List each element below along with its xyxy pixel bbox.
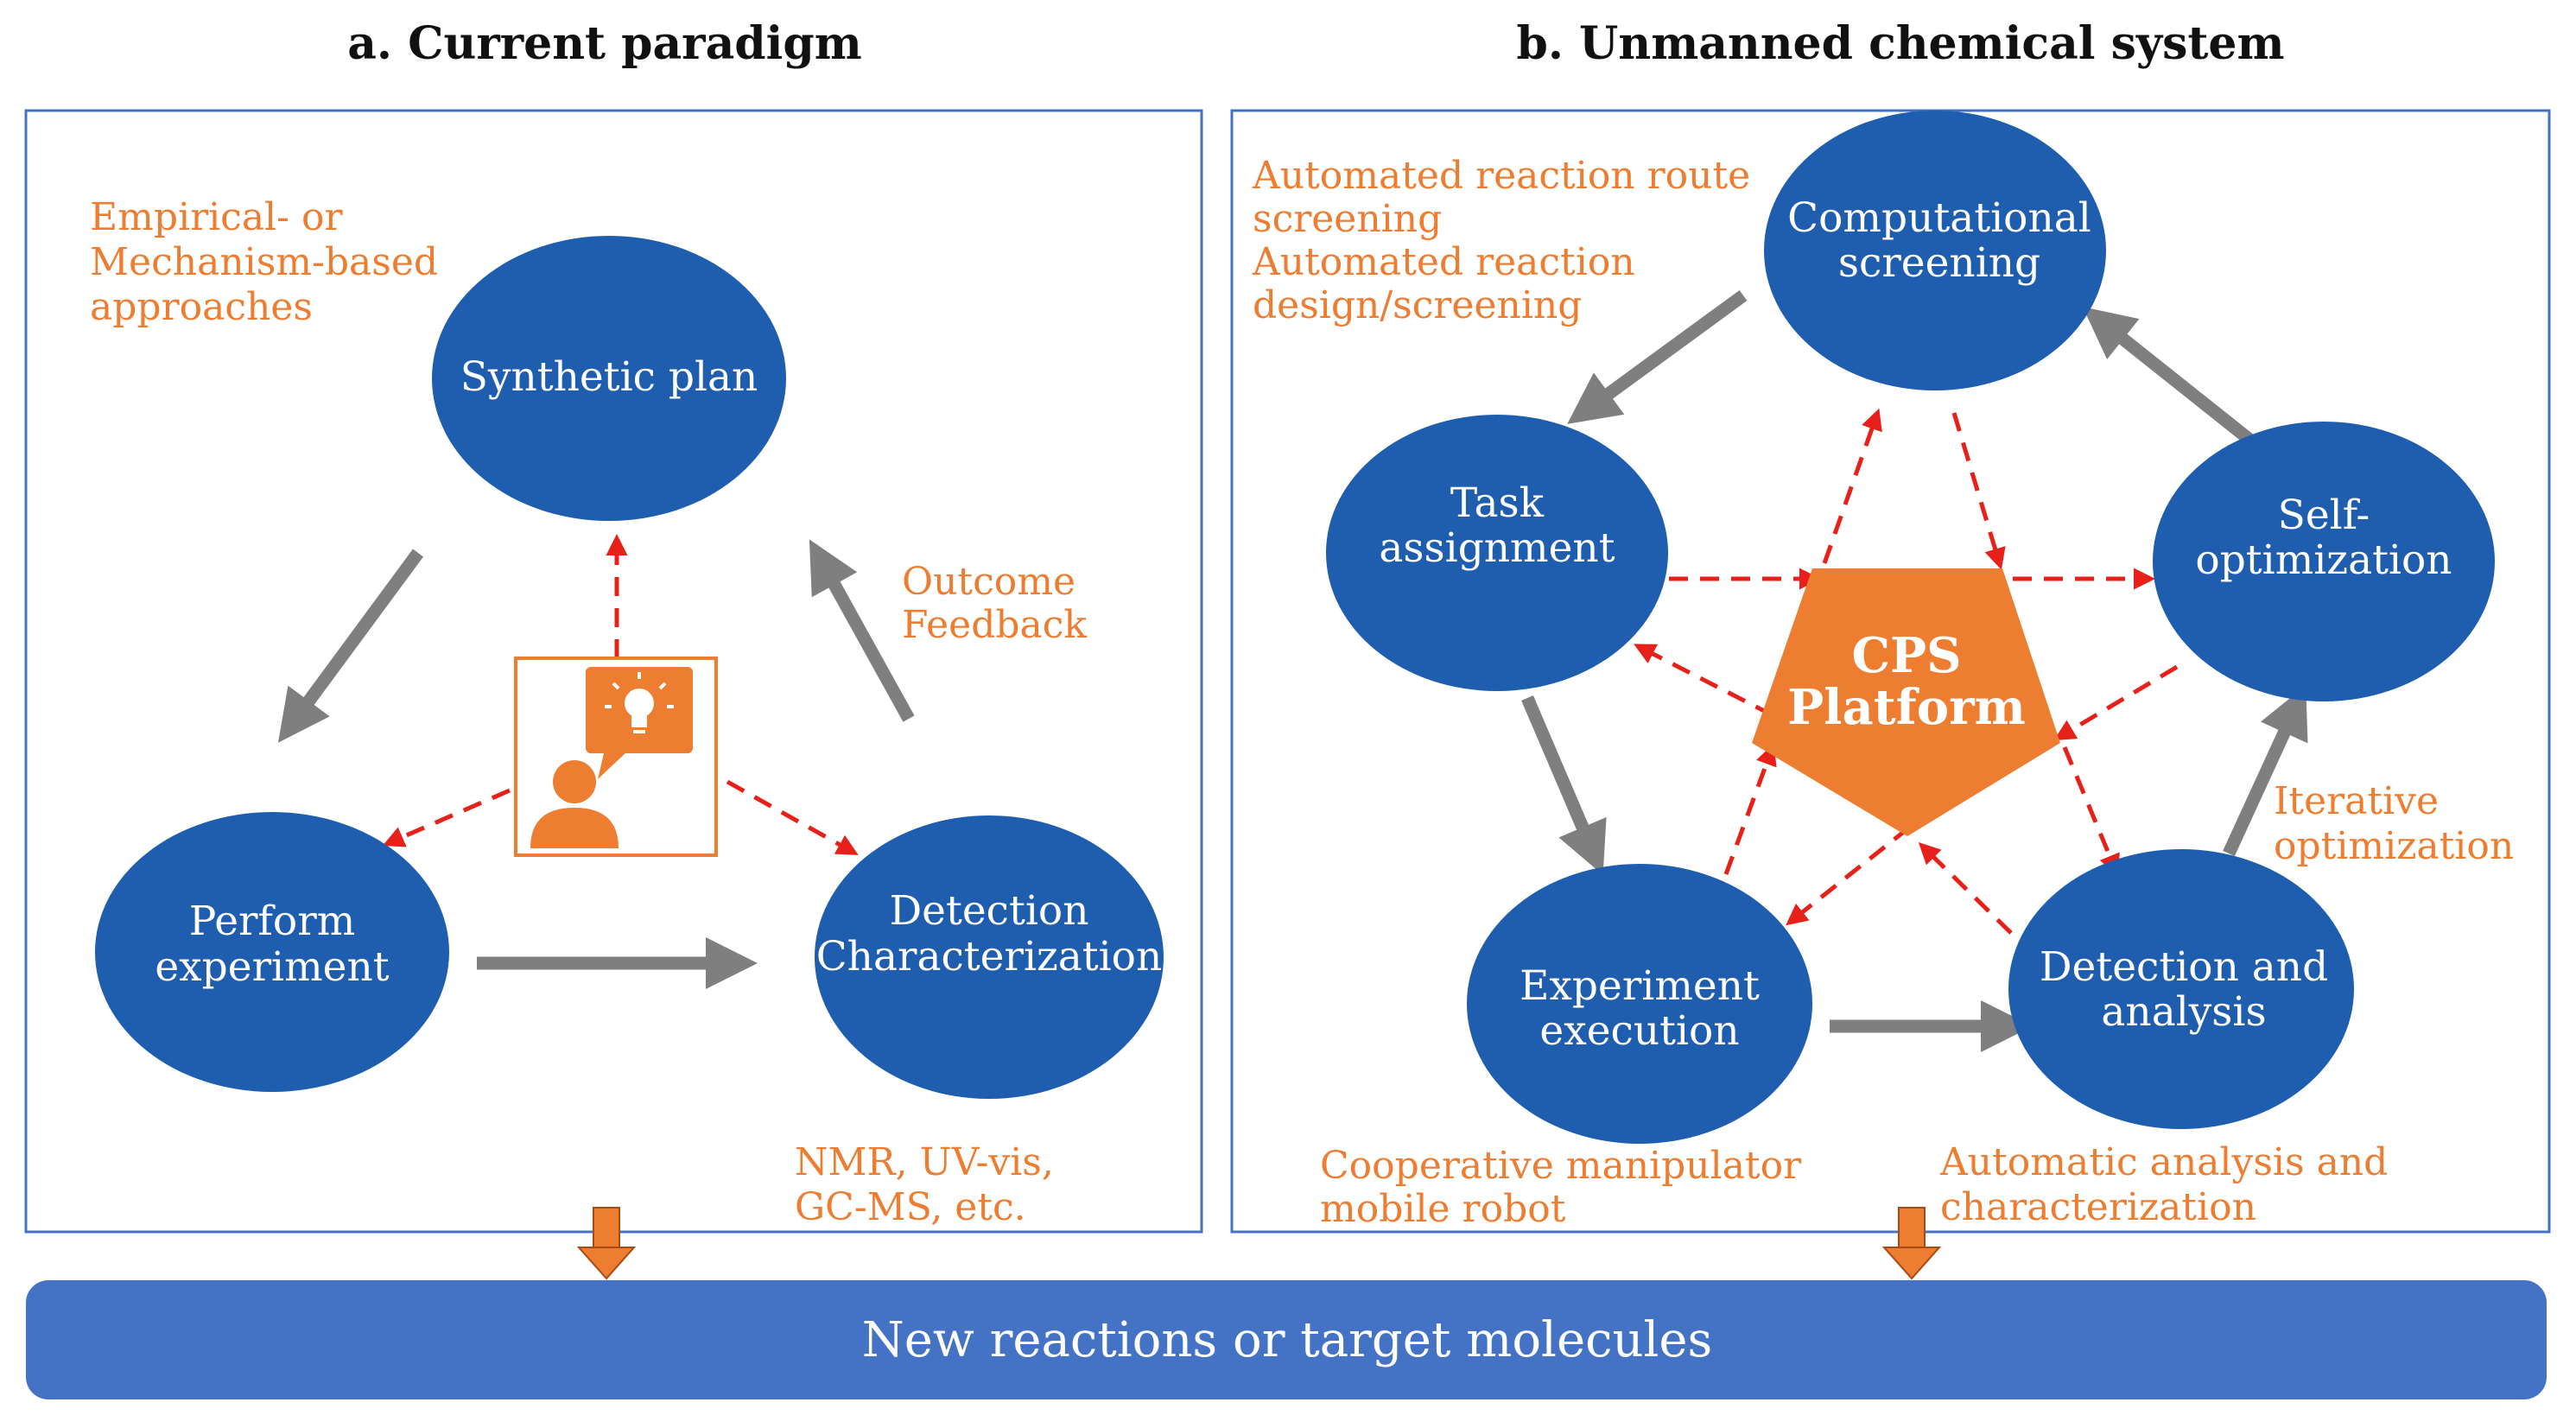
note-auto-line2: characterization [1940, 1185, 2256, 1229]
note-robot-line2: mobile robot [1320, 1187, 1566, 1231]
panel-a-connectors [277, 534, 915, 989]
note-approaches-line1: Empirical- or [90, 195, 343, 239]
dashed-cps-to-detect [2062, 746, 2120, 877]
note-auto-line1: Automatic analysis and [1939, 1140, 2388, 1184]
note-design-screening: Automated reaction design/screening [1252, 240, 1635, 327]
arrow-detect-to-self [2223, 685, 2308, 857]
arrow-comp-to-task [1567, 289, 1748, 424]
dashed-exec-to-cps [1723, 743, 1777, 875]
note-design-line1: Automated reaction [1252, 240, 1635, 284]
cps-platform-shape [1752, 568, 2060, 836]
node-synthetic-plan: Synthetic plan [432, 236, 786, 521]
node-detection-shape [815, 815, 1164, 1099]
node-comp-shape [1764, 111, 2106, 390]
down-arrow-panel-b-icon [1881, 1207, 1942, 1280]
note-methods: NMR, UV-vis, GC-MS, etc. [795, 1140, 1054, 1229]
node-self-line1: Self- [2278, 492, 2370, 539]
node-comp-line2: screening [1838, 239, 2040, 287]
node-perform-line1: Perform [189, 898, 356, 945]
node-task-assignment: Task assignment [1326, 415, 1668, 691]
panel-b-frame [1230, 109, 2551, 1234]
dashed-arrow-to-perform [382, 788, 511, 847]
node-detect-line1: Detection and [2040, 943, 2328, 991]
note-iter-line1: Iterative [2274, 779, 2439, 823]
node-self-shape [2153, 422, 2495, 701]
node-detect-line2: analysis [2101, 988, 2266, 1036]
node-comp-line1: Computational [1787, 194, 2091, 242]
down-arrow-panel-a-icon [576, 1207, 637, 1280]
note-outcome-feedback: Outcome Feedback [902, 560, 1087, 647]
node-exec-line1: Experiment [1520, 962, 1760, 1010]
arrow-self-to-comp [2082, 307, 2257, 447]
person-lightbulb-icon [514, 657, 718, 857]
panel-a-title: a. Current paradigm [347, 17, 862, 70]
note-iter-line2: optimization [2274, 824, 2514, 868]
note-methods-line1: NMR, UV-vis, [795, 1140, 1054, 1184]
arrow-plan-to-perform [277, 549, 424, 743]
note-approaches-line2: Mechanism-based [90, 240, 438, 284]
note-route-screening: Automated reaction route screening [1252, 154, 1750, 241]
outcome-bar-label: New reactions or target molecules [862, 1312, 1713, 1368]
dashed-detect-to-cps [1918, 842, 2013, 935]
dashed-cps-to-exec [1786, 826, 1911, 926]
note-design-line2: design/screening [1253, 283, 1582, 327]
dashed-cps-to-task [1634, 644, 1774, 718]
node-synthetic-plan-shape [432, 236, 786, 521]
note-cooperative-robot: Cooperative manipulator mobile robot [1320, 1144, 1802, 1231]
node-detection-analysis: Detection and analysis [2008, 849, 2354, 1129]
speech-bubble-tail [598, 750, 629, 779]
node-synthetic-plan-label: Synthetic plan [460, 353, 758, 401]
arrow-task-to-exec [1521, 695, 1607, 875]
node-self-optimization: Self- optimization [2153, 422, 2495, 701]
note-automatic-analysis: Automatic analysis and characterization [1939, 1140, 2388, 1229]
node-detect-shape [2008, 849, 2354, 1129]
note-feedback-line1: Outcome [902, 560, 1075, 604]
note-route-line1: Automated reaction route [1252, 154, 1750, 198]
node-perform-experiment: Perform experiment [95, 812, 449, 1092]
node-exec-line2: execution [1539, 1007, 1739, 1055]
node-exec-shape [1467, 864, 1812, 1144]
note-robot-line1: Cooperative manipulator [1320, 1144, 1802, 1188]
node-task-line1: Task [1450, 479, 1545, 527]
note-approaches-line3: approaches [90, 285, 313, 329]
node-perform-experiment-shape [95, 812, 449, 1092]
dashed-arrow-to-detect [726, 779, 859, 855]
node-task-shape [1326, 415, 1668, 691]
node-task-line2: assignment [1379, 524, 1615, 572]
cps-platform-line2: Platform [1787, 679, 2026, 736]
node-self-line2: optimization [2195, 536, 2452, 584]
node-detection-line2: Characterization [816, 933, 1163, 980]
person-icon [530, 760, 619, 848]
note-methods-line2: GC-MS, etc. [795, 1185, 1026, 1229]
note-approaches: Empirical- or Mechanism-based approaches [90, 195, 438, 329]
cps-platform-line1: CPS [1851, 627, 1961, 684]
note-route-line2: screening [1253, 197, 1442, 241]
cps-platform: CPS Platform [1752, 568, 2060, 836]
node-experiment-execution: Experiment execution [1467, 864, 1812, 1144]
dashed-self-to-cps [2053, 664, 2179, 741]
panel-b-title: b. Unmanned chemical system [1516, 17, 2284, 70]
node-computational-screening: Computational screening [1764, 111, 2106, 390]
dashed-cps-to-comp [1822, 408, 1882, 564]
panel-b-connectors [1521, 289, 2308, 1052]
outcome-bar [26, 1280, 2547, 1399]
note-iterative-optimization: Iterative optimization [2274, 779, 2514, 868]
dashed-comp-to-cps [1951, 412, 2006, 570]
lightbulb-icon [605, 672, 674, 733]
node-detection-line1: Detection [889, 887, 1088, 935]
arrow-detect-to-plan [809, 539, 915, 722]
node-detection-characterization: Detection Characterization [815, 815, 1164, 1099]
note-feedback-line2: Feedback [902, 603, 1087, 647]
node-perform-line2: experiment [155, 943, 389, 991]
